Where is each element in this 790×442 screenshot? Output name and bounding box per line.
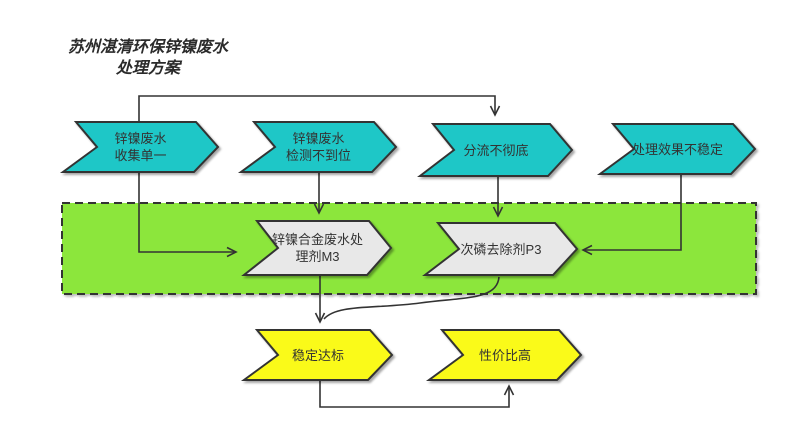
chevron-shape [59, 121, 220, 173]
chevron-shape [241, 220, 393, 276]
node-label: 锌镍合金废水处 理剂M3 [271, 232, 363, 264]
solution-container-rect [61, 202, 757, 295]
node-solution-m3: 锌镍合金废水处 理剂M3 [241, 220, 393, 276]
node-result-stable: 稳定达标 [240, 329, 394, 381]
connector-p3-to-result-curve [323, 276, 500, 320]
node-label: 次磷去除剂P3 [460, 241, 542, 257]
chevron-shape [237, 121, 398, 173]
chevron-shape [596, 123, 757, 175]
connector-effect-to-p3 [581, 175, 682, 256]
node-problem-detection: 锌镍废水 检测不到位 [237, 121, 398, 173]
connector-collect-to-m3 [138, 173, 238, 258]
connector-collect-to-split [138, 95, 501, 121]
node-label: 分流不彻底 [463, 142, 529, 158]
node-label: 锌镍废水 检测不到位 [285, 131, 351, 163]
diagram-title: 苏州湛清环保锌镍废水 处理方案 [67, 39, 228, 77]
chevron-shape [425, 329, 583, 381]
node-label: 性价比高 [478, 347, 531, 363]
chevron-shape [240, 329, 394, 381]
connector-result-to-value [319, 381, 515, 408]
node-label: 稳定达标 [291, 347, 344, 363]
node-label: 锌镍废水 收集单一 [114, 131, 167, 163]
chevron-shape [417, 123, 574, 177]
node-problem-collection: 锌镍废水 收集单一 [59, 121, 220, 173]
node-label: 处理效果不稳定 [631, 141, 723, 157]
node-problem-effect: 处理效果不稳定 [596, 123, 757, 175]
node-solution-p3: 次磷去除剂P3 [422, 222, 579, 276]
node-problem-split: 分流不彻底 [417, 123, 574, 177]
node-result-value: 性价比高 [425, 329, 583, 381]
chevron-shape [422, 222, 579, 276]
